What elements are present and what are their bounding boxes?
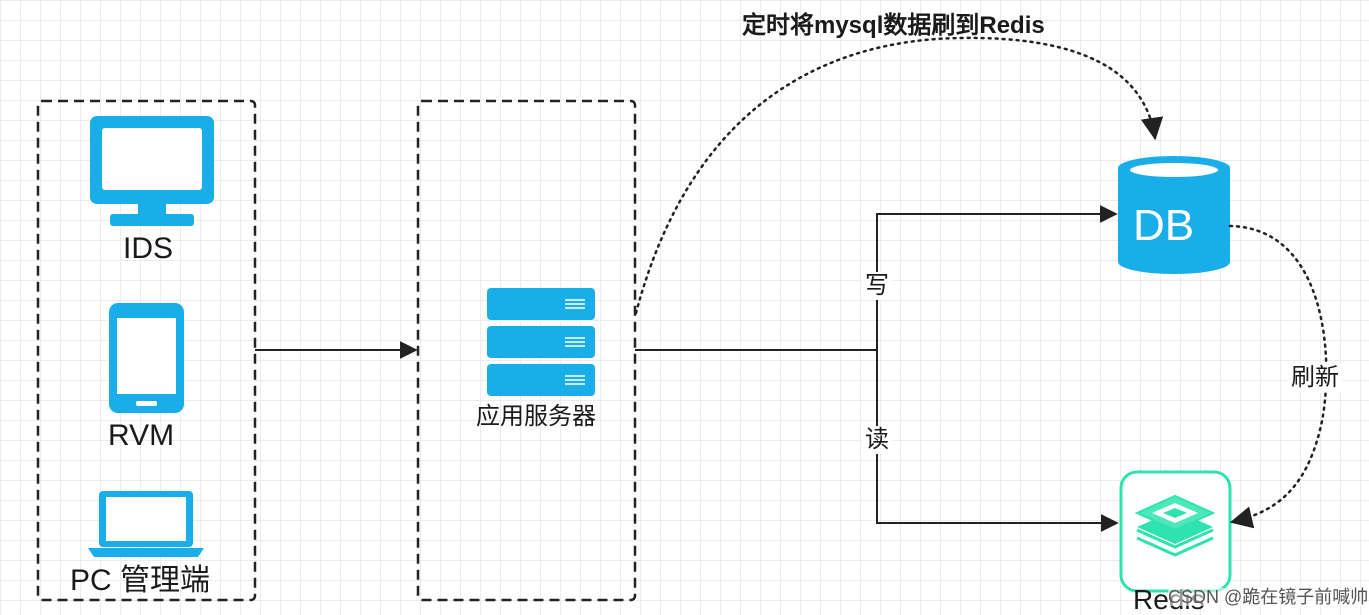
pc-admin-label: PC 管理端 [70,564,211,597]
db-text: DB [1133,201,1195,250]
sync-note-label: 定时将mysql数据刷到Redis [742,12,1045,39]
database-cylinder-icon [1118,156,1230,274]
ids-label: IDS [123,232,174,265]
sync-dotted-arrow [634,36,1164,315]
app-server-label: 应用服务器 [476,403,596,430]
watermark: CSDN @跪在镜子前喊帅 [1168,587,1369,607]
redis-icon [1119,470,1232,593]
refresh-dotted-arrow [1228,224,1328,529]
read-from-redis-arrow [876,350,1119,532]
write-label: 写 [862,272,892,300]
desktop-monitor-icon [90,116,214,226]
refresh-label: 刷新 [1288,364,1342,392]
laptop-icon [88,491,204,557]
rvm-label: RVM [108,419,175,452]
read-label: 读 [862,426,892,454]
server-container [416,99,637,602]
write-to-db-arrow [876,205,1118,350]
mobile-phone-icon [109,303,184,413]
clients-container [36,99,257,602]
server-stack-icon [487,288,595,396]
